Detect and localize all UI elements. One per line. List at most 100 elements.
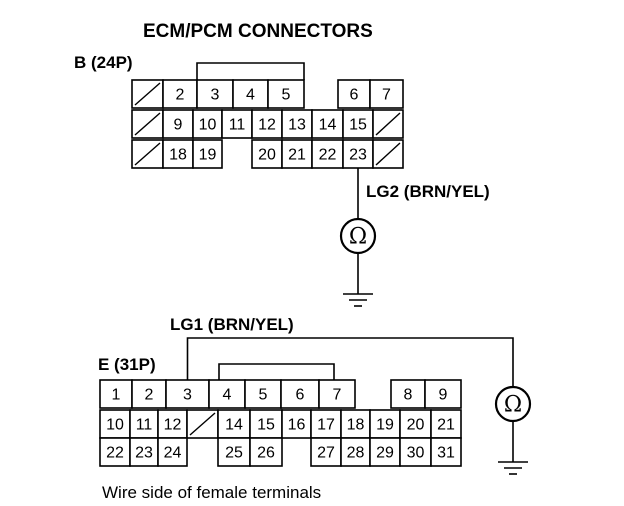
- terminal-24: 24: [157, 437, 188, 467]
- terminal-cell: [311, 139, 344, 169]
- terminal-15: 15: [342, 109, 374, 139]
- terminal-number: 4: [246, 87, 255, 104]
- terminal-cell: [162, 109, 194, 139]
- terminal-cell: [217, 437, 251, 467]
- terminal-14: 14: [217, 409, 251, 439]
- terminal-number: 4: [223, 387, 232, 404]
- terminal-cell: [221, 109, 253, 139]
- connector-b-wire-label: LG2 (BRN/YEL): [366, 182, 490, 201]
- terminal-cell: [399, 437, 432, 467]
- terminal-11: 11: [129, 409, 159, 439]
- blank-slash: [134, 82, 161, 106]
- terminal-number: 14: [225, 417, 243, 434]
- terminal-number: 24: [164, 445, 182, 462]
- terminal-cell: [424, 379, 462, 409]
- terminal-16: 16: [281, 409, 312, 439]
- terminal-number: 26: [257, 445, 275, 462]
- terminal-18: 18: [162, 139, 194, 169]
- terminal-number: 11: [136, 417, 153, 434]
- terminal-1: 1: [99, 379, 133, 409]
- blank-slash: [375, 112, 401, 136]
- terminal-cell: [129, 437, 159, 467]
- terminal-4: 4: [208, 379, 246, 409]
- terminal-cell: [131, 379, 167, 409]
- terminal-number: 25: [225, 445, 243, 462]
- terminal-cell: [281, 409, 312, 439]
- terminal-13: 13: [281, 109, 313, 139]
- terminal-cell: [157, 437, 188, 467]
- blank-terminal: [131, 109, 164, 139]
- terminal-number: 18: [169, 147, 187, 164]
- terminal-19: 19: [369, 409, 401, 439]
- terminal-9: 9: [424, 379, 462, 409]
- terminal-17: 17: [310, 409, 342, 439]
- terminal-27: 27: [310, 437, 342, 467]
- ohmmeter-e: Ω: [494, 385, 532, 423]
- terminal-number: 23: [135, 445, 153, 462]
- terminal-3: 3: [165, 379, 210, 409]
- terminal-5: 5: [267, 79, 305, 109]
- terminal-cell: [192, 139, 223, 169]
- terminal-10: 10: [99, 409, 131, 439]
- terminal-cell: [340, 437, 371, 467]
- terminal-number: 30: [407, 445, 425, 462]
- connector-b-lock-tab: [196, 62, 305, 80]
- terminal-cell: [390, 379, 426, 409]
- blank-slash: [375, 142, 401, 166]
- terminal-30: 30: [399, 437, 432, 467]
- blank-terminal: [131, 139, 164, 169]
- terminal-22: 22: [311, 139, 344, 169]
- terminal-cell: [342, 109, 374, 139]
- terminal-number: 27: [317, 445, 335, 462]
- blank-terminal: [372, 109, 404, 139]
- terminal-cell: [208, 379, 246, 409]
- terminal-number: 22: [106, 445, 124, 462]
- terminal-21: 21: [281, 139, 313, 169]
- terminal-number: 5: [259, 387, 268, 404]
- wiring: ΩΩ: [186, 62, 532, 475]
- terminal-number: 15: [257, 417, 275, 434]
- terminal-cell: [430, 437, 462, 467]
- connector-e-wire-label: LG1 (BRN/YEL): [170, 315, 294, 334]
- terminal-cell: [162, 139, 194, 169]
- terminal-number: 7: [382, 87, 391, 104]
- terminal-21: 21: [430, 409, 462, 439]
- terminal-number: 22: [319, 147, 337, 164]
- terminal-number: 15: [349, 117, 367, 134]
- terminal-cell: [249, 437, 283, 467]
- terminal-cell: [369, 79, 404, 109]
- terminal-number: 9: [174, 117, 183, 134]
- terminal-cell: [281, 139, 313, 169]
- terminal-3: 3: [196, 79, 234, 109]
- terminal-cell: [251, 109, 283, 139]
- terminal-number: 6: [296, 387, 305, 404]
- terminal-6: 6: [337, 79, 371, 109]
- terminal-15: 15: [249, 409, 283, 439]
- terminal-number: 8: [404, 387, 413, 404]
- terminal-2: 2: [162, 79, 198, 109]
- blank-slash: [134, 112, 161, 136]
- terminal-number: 19: [376, 417, 394, 434]
- terminal-number: 13: [288, 117, 306, 134]
- diagram-title: ECM/PCM CONNECTORS: [143, 21, 373, 42]
- terminal-number: 2: [176, 87, 185, 104]
- terminal-18: 18: [340, 409, 371, 439]
- terminal-number: 16: [288, 417, 306, 434]
- terminal-19: 19: [192, 139, 223, 169]
- terminal-25: 25: [217, 437, 251, 467]
- terminal-number: 20: [258, 147, 276, 164]
- terminal-number: 12: [258, 117, 276, 134]
- blank-slash: [134, 142, 161, 166]
- ground-symbol-b: [343, 293, 373, 307]
- terminal-cell: [369, 437, 401, 467]
- terminal-cell: [318, 379, 356, 409]
- terminal-number: 17: [317, 417, 335, 434]
- ground-symbol-e: [498, 461, 528, 475]
- ohm-symbol: Ω: [504, 393, 522, 418]
- terminal-11: 11: [221, 109, 253, 139]
- probe-wire-e: [186, 337, 514, 387]
- connector-e-lock-tab: [218, 363, 335, 380]
- terminal-20: 20: [399, 409, 432, 439]
